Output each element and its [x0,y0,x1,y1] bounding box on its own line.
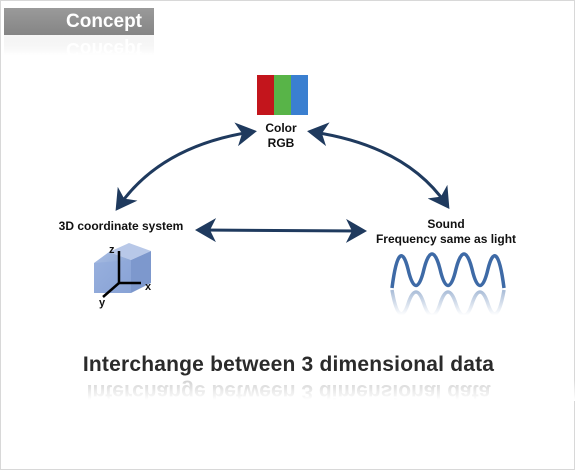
arrow-color-to-sound [307,122,450,209]
diagram-caption-reflection: Interchange between 3 dimensional data [1,379,575,401]
arrow-coordinate-to-sound [195,218,367,243]
axis-y-label: y [99,297,106,309]
green-swatch [274,75,291,115]
sound-node-label: Sound Frequency same as light [351,217,541,247]
concept-tab: Concept [4,8,154,35]
coordinate-title: 3D coordinate system [58,219,184,233]
color-subtitle: RGB [267,136,295,150]
axis-z-label: z [109,244,115,256]
coordinate-node-label: 3D coordinate system [41,219,201,234]
diagram-caption: Interchange between 3 dimensional data [82,353,495,376]
color-node-label: Color RGB [231,121,331,151]
red-swatch [257,75,274,115]
blue-swatch [291,75,308,115]
sound-title: Sound [427,217,465,231]
color-title: Color [265,121,297,135]
sound-wave-icon [390,252,506,317]
rgb-color-icon [257,75,308,115]
sound-subtitle: Frequency same as light [375,232,517,246]
concept-tab-reflection: Concept [4,35,154,57]
cube-icon [94,243,151,298]
axis-x-label: x [145,281,152,293]
arrow-color-to-coordinate [115,122,257,211]
